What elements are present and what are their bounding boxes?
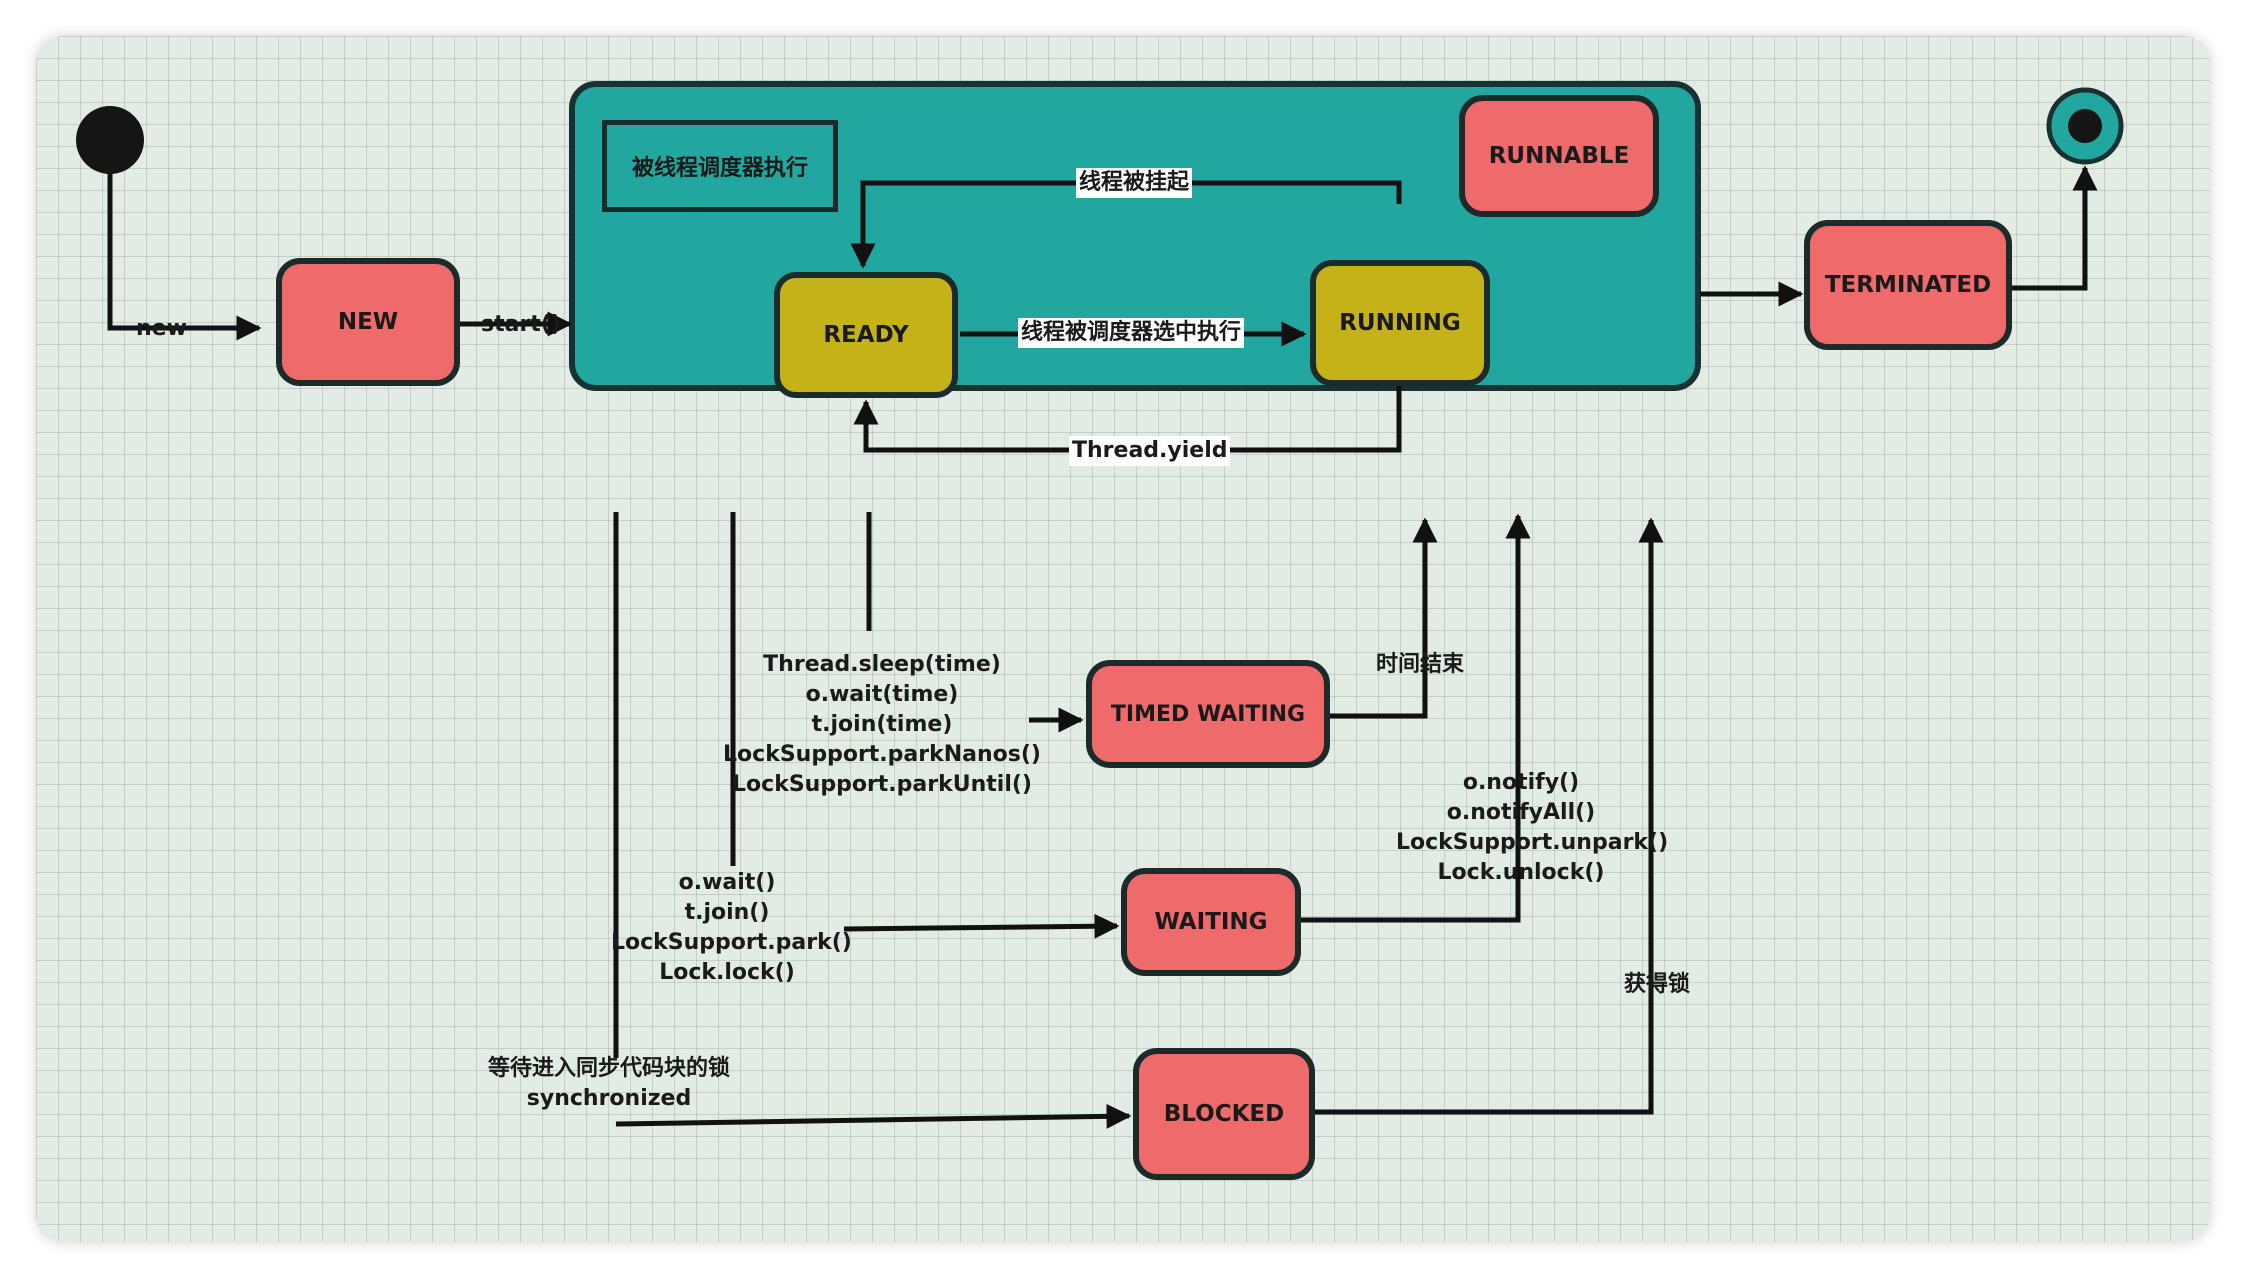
diagram-canvas: 被线程调度器执行 NEW RUNNABLE READY RUNNING TERM… <box>36 36 2210 1242</box>
label-blocked-calls: 等待进入同步代码块的锁 synchronized <box>487 1056 730 1111</box>
label-timed-waiting-calls: Thread.sleep(time) o.wait(time) t.join(t… <box>723 652 1041 797</box>
label-notify-calls: o.notify() o.notifyAll() LockSupport.unp… <box>1396 770 1669 885</box>
state-running: RUNNING <box>1310 260 1490 386</box>
to-waiting-arrow <box>843 913 1120 939</box>
state-timed-waiting: TIMED WAITING <box>1086 660 1330 768</box>
label-suspended: 线程被挂起 <box>1076 168 1193 198</box>
final-transition <box>2001 165 2098 291</box>
state-blocked: BLOCKED <box>1133 1048 1315 1180</box>
label-waiting-calls: o.wait() t.join() LockSupport.park() Loc… <box>611 870 852 985</box>
connectors <box>76 81 2124 1129</box>
get-lock-transition <box>1315 517 1664 1115</box>
final-node-core <box>2068 109 2102 143</box>
new-transition <box>107 162 262 341</box>
initial-node <box>76 106 144 174</box>
to-blocked-arrow <box>615 1103 1132 1129</box>
label-get-lock: 获得锁 <box>1624 972 1691 997</box>
notify-transition <box>1298 513 1531 923</box>
state-new: NEW <box>276 258 460 386</box>
runnable-region-title: 被线程调度器执行 <box>602 120 838 212</box>
state-terminated: TERMINATED <box>1804 220 2012 350</box>
state-runnable: RUNNABLE <box>1459 95 1659 217</box>
label-time-up: 时间结束 <box>1376 652 1465 677</box>
label-yield: Thread.yield <box>1069 436 1231 466</box>
label-new: new <box>136 316 187 341</box>
label-selected: 线程被调度器选中执行 <box>1018 318 1245 348</box>
state-ready: READY <box>774 272 958 398</box>
state-waiting: WAITING <box>1121 868 1301 976</box>
label-start: start() <box>481 312 561 337</box>
time-up-transition <box>1327 517 1438 719</box>
